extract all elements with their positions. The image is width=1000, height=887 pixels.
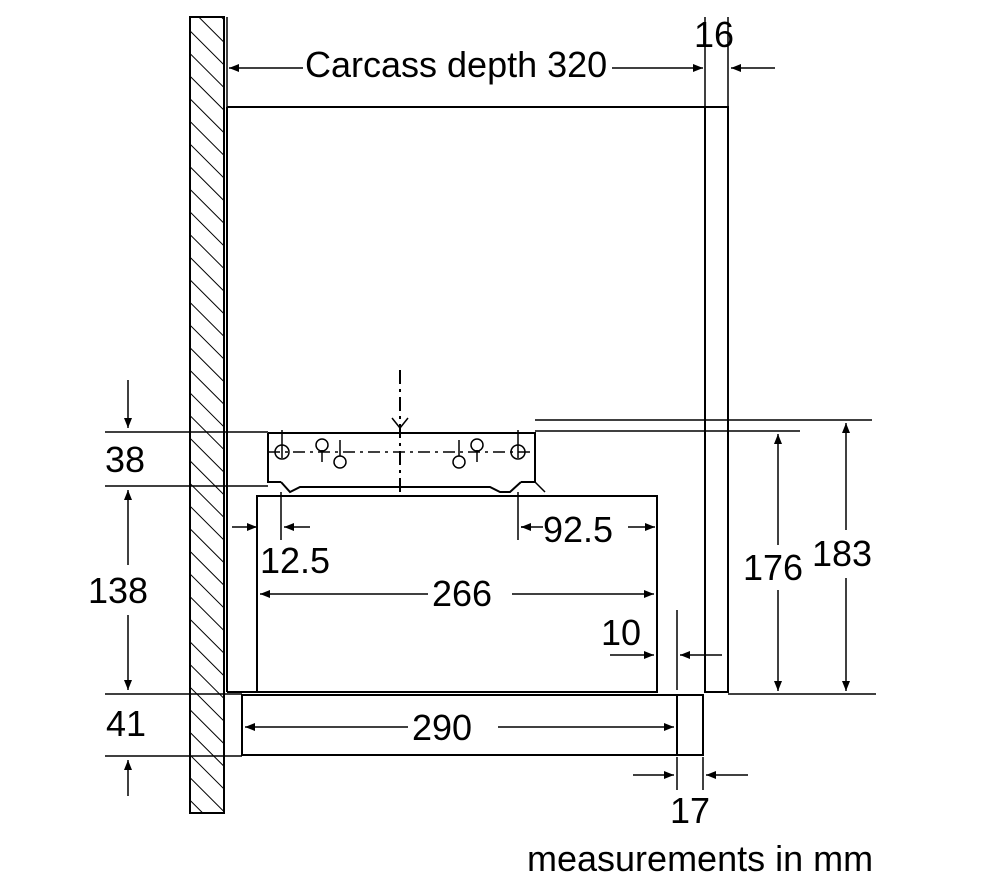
label-16: 16 — [694, 14, 734, 55]
hood-front-strip — [676, 694, 704, 756]
label-176: 176 — [743, 547, 803, 588]
extension-lines — [105, 17, 876, 790]
mounting-bracket — [267, 370, 546, 494]
hood-body — [256, 495, 658, 693]
wall — [189, 16, 225, 814]
dimension-lines — [124, 64, 850, 796]
label-17: 17 — [670, 790, 710, 831]
label-138: 138 — [88, 570, 148, 611]
label-290: 290 — [412, 707, 472, 748]
cabinet-door — [704, 106, 729, 693]
label-10: 10 — [601, 612, 641, 653]
units-note: measurements in mm — [527, 838, 873, 879]
keyhole-slot — [452, 438, 484, 469]
label-12-5: 12.5 — [260, 540, 330, 581]
label-92-5: 92.5 — [543, 509, 613, 550]
keyhole-slot — [315, 438, 347, 469]
label-41: 41 — [106, 703, 146, 744]
keyhole-slot — [274, 430, 290, 460]
label-carcass-depth: Carcass depth 320 — [305, 44, 607, 85]
dimension-labels: Carcass depth 320 16 38 138 41 12.5 92.5… — [88, 14, 873, 879]
label-183: 183 — [812, 533, 872, 574]
label-38: 38 — [105, 439, 145, 480]
label-266: 266 — [432, 573, 492, 614]
keyhole-slot — [510, 430, 526, 460]
